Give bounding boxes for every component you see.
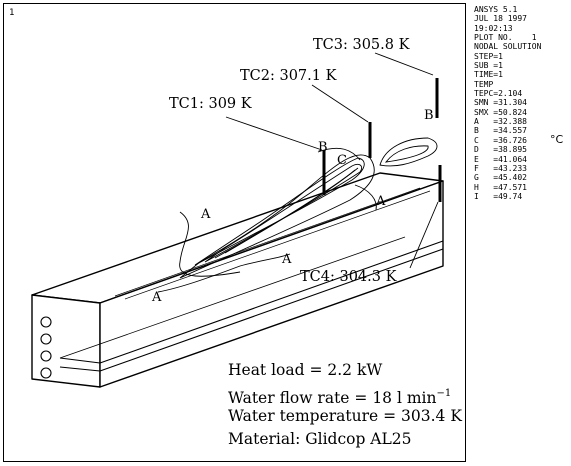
cooling-hole [40, 350, 52, 362]
water-temperature-note: Water temperature = 303.4 K [228, 407, 462, 425]
contour-label-c: C [337, 153, 347, 168]
ansys-header-line: SUB =1 [474, 61, 503, 71]
legend-value: =36.726 [493, 135, 527, 145]
legend-key: D [474, 145, 479, 155]
legend-row: B =34.557 [474, 126, 569, 135]
legend-value: =34.557 [493, 126, 527, 136]
contour-line [194, 157, 365, 266]
ansys-header-line: JUL 18 1997 [474, 14, 527, 24]
tc1-leader [225, 116, 323, 151]
contour-label-b: B [318, 140, 328, 155]
ansys-header-line: PLOT NO. 1 [474, 33, 537, 43]
legend-value: =45.402 [493, 173, 527, 183]
plot-frame [3, 3, 466, 462]
tc4-label: TC4: 304.3 K [300, 269, 398, 285]
contour-label-a: A [200, 207, 211, 222]
contour-line [384, 145, 429, 163]
cooling-hole [40, 316, 52, 328]
legend-value: =43.233 [493, 163, 527, 173]
flow-rate-text: Water flow rate = 18 l min [228, 389, 437, 407]
contour-label-a: A [281, 252, 292, 267]
legend-key: C [474, 135, 479, 145]
tc2-leader [311, 84, 369, 123]
ansys-header-line: STEP=1 [474, 51, 503, 61]
ansys-header-line: TEMP [474, 79, 494, 89]
legend-value: =38.895 [493, 145, 527, 155]
ansys-header-line: 19:02:13 [474, 23, 513, 33]
material-note: Material: Glidcop AL25 [228, 430, 412, 448]
legend-key: F [474, 163, 479, 173]
legend-row: A =32.388 [474, 117, 569, 126]
legend-row: E =41.064 [474, 155, 569, 164]
contour-line [157, 253, 291, 293]
legend-row: I =49.74 [474, 192, 569, 201]
temperature-unit: °C [550, 133, 564, 146]
contour-line [354, 184, 377, 211]
ansys-info-panel: ANSYS 5.1 JUL 18 1997 19:02:13 PLOT NO. … [474, 5, 569, 201]
contour-label-b: B [424, 108, 434, 123]
block-front-face [31, 294, 101, 388]
cooling-hole [40, 333, 52, 345]
legend-row: D =38.895 [474, 145, 569, 154]
cooling-hole [40, 367, 52, 379]
ansys-header-line: TIME=1 [474, 70, 503, 80]
legend-key: I [474, 191, 479, 201]
tc1-label: TC1: 309 K [169, 96, 253, 112]
frame-number: 1 [9, 8, 15, 18]
contour-line [224, 167, 359, 254]
channel-line [124, 190, 431, 300]
ansys-header-line: SMN =31.304 [474, 98, 527, 108]
legend-value: =41.064 [493, 154, 527, 164]
groove-upper-edge [59, 240, 444, 364]
legend-row: G =45.402 [474, 173, 569, 182]
ansys-header-line: SMX =50.824 [474, 107, 527, 117]
operating-conditions: Heat load = 2.2 kW Water flow rate = 18 … [228, 359, 464, 451]
legend-key: A [474, 117, 479, 127]
ansys-header-line: TEPC=2.104 [474, 89, 523, 99]
contour-line [379, 137, 438, 167]
legend-key: H [474, 182, 479, 192]
tc3-label: TC3: 305.8 K [313, 37, 411, 53]
legend-row: F =43.233 [474, 164, 569, 173]
tc4-leader [409, 201, 439, 269]
legend-key: B [474, 126, 479, 136]
legend-key: E [474, 154, 479, 164]
tc2-label: TC2: 307.1 K [240, 68, 338, 84]
contour-label-a: A [375, 194, 386, 209]
legend-key: G [474, 173, 479, 183]
ansys-header-line: ANSYS 5.1 [474, 5, 518, 14]
groove-back-edge [59, 236, 406, 359]
flow-rate-exponent: −1 [436, 388, 452, 399]
tc3-leader [374, 52, 434, 76]
contour-label-a: A [151, 290, 162, 305]
legend-value: =49.74 [493, 191, 523, 201]
legend-value: =32.388 [493, 117, 527, 127]
ansys-header-line: NODAL SOLUTION [474, 42, 542, 52]
legend-row: H =47.571 [474, 183, 569, 192]
groove-lower-edge [59, 248, 444, 372]
heat-load-note: Heat load = 2.2 kW [228, 361, 383, 379]
legend-value: =47.571 [493, 182, 527, 192]
channel-line [114, 187, 421, 297]
legend-row: C =36.726 [474, 136, 569, 145]
flow-rate-note: Water flow rate = 18 l min−1 [228, 382, 464, 407]
